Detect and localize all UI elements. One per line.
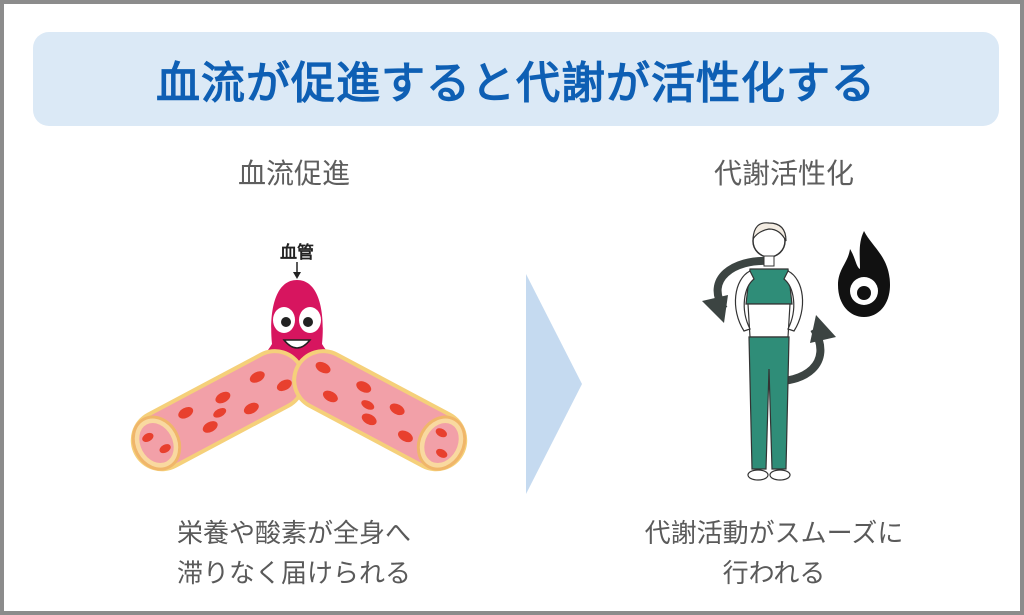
right-caption: 代謝活動がスムーズに 行われる: [604, 514, 944, 594]
title-banner: 血流が促進すると代謝が活性化する: [33, 32, 999, 126]
blood-vessel-character: 血管: [130, 242, 468, 472]
flame-icon: [838, 231, 890, 317]
vessel-left-tube: [130, 349, 306, 472]
vessel-face: [273, 307, 321, 349]
page-title: 血流が促進すると代謝が活性化する: [156, 58, 876, 109]
right-arrow-icon: [526, 274, 582, 494]
left-caption: 栄養や酸素が全身へ 滞りなく届けられる: [124, 514, 464, 594]
woman-figure: [702, 222, 836, 481]
vessel-right-tube: [292, 349, 468, 472]
right-caption-line1: 代謝活動がスムーズに: [644, 519, 904, 549]
left-heading: 血流促進: [237, 157, 350, 190]
vessel-label: 血管: [280, 242, 314, 263]
cycle-arrow-icon: [702, 256, 836, 386]
left-caption-line1: 栄養や酸素が全身へ: [176, 519, 411, 549]
right-caption-line2: 行われる: [722, 559, 826, 589]
left-caption-line2: 滞りなく届けられる: [176, 559, 411, 589]
vessel-pointer-head: [293, 272, 301, 279]
right-heading: 代謝活性化: [713, 157, 854, 190]
